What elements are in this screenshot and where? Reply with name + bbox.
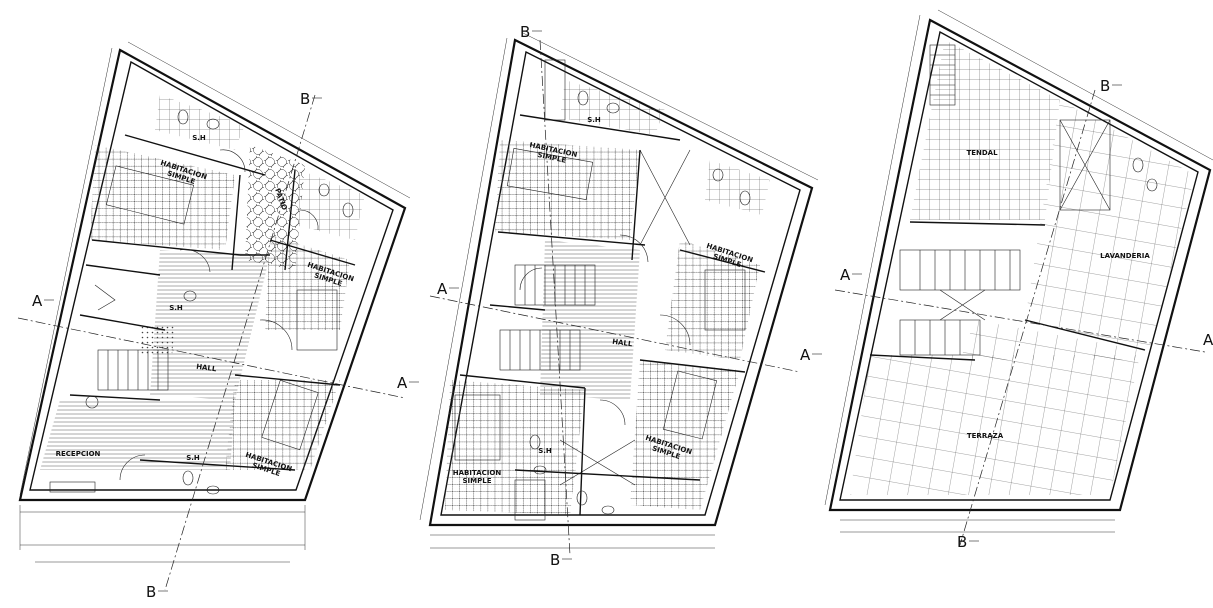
room-label: S.H [587,116,601,124]
room-label: TENDAL [966,149,998,157]
section-marker: B [957,533,979,551]
plan-1 [17,41,411,591]
room-label: TERRAZA [967,432,1004,440]
section-marker-letter: A [397,374,408,392]
section-marker: A [840,266,862,284]
section-marker: A [1203,331,1213,349]
section-marker: A [397,374,419,392]
section-marker-letter: B [550,551,560,569]
room-label: S.H [192,134,206,142]
room-label: HALL [196,363,218,374]
plan-2 [419,32,819,556]
room-label: RECEPCION [56,450,101,458]
room-label: S.H [186,454,200,462]
section-marker-letter: A [1203,331,1213,349]
section-marker-letter: A [437,280,448,298]
section-marker-letter: A [840,266,851,284]
section-marker: A [32,292,54,310]
section-marker-letter: B [300,90,310,108]
room-label: S.H [538,447,552,455]
section-marker: A [437,280,459,298]
section-marker-letter: B [957,533,967,551]
room-label: HALL [612,338,634,349]
section-marker: B [1100,77,1122,95]
section-marker-letter: A [32,292,43,310]
room-label: LAVANDERIA [1100,252,1150,260]
section-marker: A [800,346,822,364]
section-marker-letter: B [520,23,530,41]
section-marker: B [300,90,322,108]
section-markers: B B A A B B A A B B A A [32,23,1213,601]
room-label: S.H [169,304,183,312]
section-marker: B [146,583,168,601]
plan-3 [824,9,1213,546]
section-marker: B [520,23,542,41]
section-marker: B [550,551,572,569]
section-marker-letter: A [800,346,811,364]
section-marker-letter: B [1100,77,1110,95]
section-marker-letter: B [146,583,156,601]
